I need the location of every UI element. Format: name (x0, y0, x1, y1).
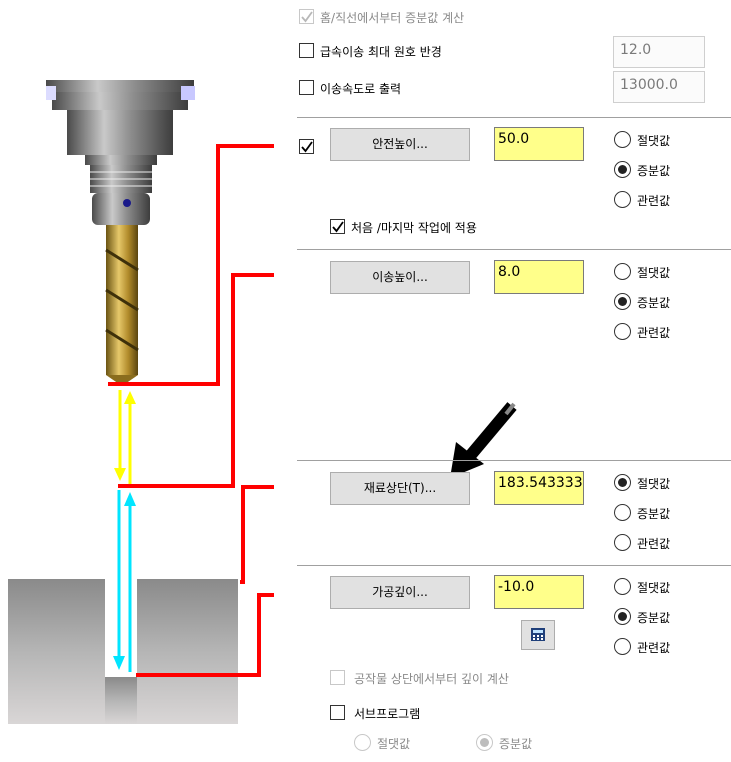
depth-input[interactable]: -10.0 (494, 575, 584, 609)
retract-absolute-radio[interactable] (614, 263, 631, 280)
reference-lines (108, 144, 274, 677)
drill-bit (105, 225, 139, 386)
top-of-stock-associative-label: 관련값 (637, 537, 671, 551)
top-of-stock-absolute-radio[interactable] (614, 474, 631, 491)
retract-associative-radio[interactable] (614, 323, 631, 340)
calculator-icon[interactable] (521, 620, 555, 650)
subprogram-checkbox[interactable] (330, 705, 345, 720)
pointer-arrow-icon (450, 402, 517, 478)
subprogram-absolute-label: 절댓값 (377, 737, 411, 751)
depth-absolute-radio[interactable] (614, 578, 631, 595)
clearance-incremental-radio[interactable] (614, 161, 631, 178)
retract-input[interactable]: 8.0 (494, 260, 584, 294)
tool-holder (46, 80, 195, 225)
depth-absolute-label: 절댓값 (637, 581, 671, 595)
retract-arrows (114, 390, 136, 484)
subprogram-incremental-radio[interactable] (476, 734, 493, 751)
rapid-max-arc-value[interactable]: 12.0 (613, 36, 705, 68)
clearance-incremental-label: 증분값 (637, 164, 671, 178)
top-of-stock-incremental-label: 증분값 (637, 507, 671, 521)
retract-button[interactable]: 이송높이... (330, 261, 470, 294)
clearance-absolute-radio[interactable] (614, 131, 631, 148)
depth-associative-label: 관련값 (637, 641, 671, 655)
top-of-stock-associative-radio[interactable] (614, 534, 631, 551)
depth-button[interactable]: 가공깊이... (330, 576, 470, 609)
feed-output-value[interactable]: 13000.0 (613, 71, 705, 103)
retract-incremental-label: 증분값 (637, 296, 671, 310)
retract-associative-label: 관련값 (637, 326, 671, 340)
separator (297, 249, 731, 250)
top-of-stock-incremental-radio[interactable] (614, 504, 631, 521)
tool-depth-illustration (8, 80, 274, 724)
clearance-associative-label: 관련값 (637, 194, 671, 208)
clearance-checkbox[interactable] (299, 139, 314, 154)
retract-absolute-label: 절댓값 (637, 266, 671, 280)
rapid-max-arc-label: 급속이송 최대 원호 반경 (320, 45, 442, 59)
retract-incremental-radio[interactable] (614, 293, 631, 310)
depth-incremental-radio[interactable] (614, 608, 631, 625)
clearance-input[interactable]: 50.0 (494, 127, 584, 161)
calc-from-top-label: 공작물 상단에서부터 깊이 계산 (354, 672, 509, 686)
separator (297, 460, 731, 461)
separator (297, 117, 731, 118)
apply-first-last-checkbox[interactable] (330, 219, 345, 234)
rapid-max-arc-checkbox[interactable] (299, 43, 314, 58)
top-of-stock-button[interactable]: 재료상단(T)... (330, 472, 470, 505)
separator (297, 565, 731, 566)
slot-calc-label: 홈/직선에서부터 증분값 계산 (320, 11, 465, 25)
depth-incremental-label: 증분값 (637, 611, 671, 625)
calc-from-top-checkbox[interactable] (330, 670, 345, 685)
subprogram-label: 서브프로그램 (354, 707, 421, 721)
stock-block (8, 579, 238, 724)
feed-output-label: 이송속도로 출력 (320, 82, 402, 96)
clearance-associative-radio[interactable] (614, 191, 631, 208)
subprogram-absolute-radio[interactable] (354, 734, 371, 751)
clearance-absolute-label: 절댓값 (637, 134, 671, 148)
apply-first-last-label: 처음 /마지막 작업에 적용 (351, 221, 477, 235)
top-of-stock-input[interactable]: 183.543333 (494, 471, 584, 505)
feed-output-checkbox[interactable] (299, 80, 314, 95)
subprogram-incremental-label: 증분값 (499, 737, 533, 751)
clearance-button[interactable]: 안전높이... (330, 128, 470, 161)
feed-arrows (113, 490, 136, 672)
depth-associative-radio[interactable] (614, 638, 631, 655)
top-of-stock-absolute-label: 절댓값 (637, 477, 671, 491)
slot-calc-checkbox[interactable] (299, 9, 314, 24)
